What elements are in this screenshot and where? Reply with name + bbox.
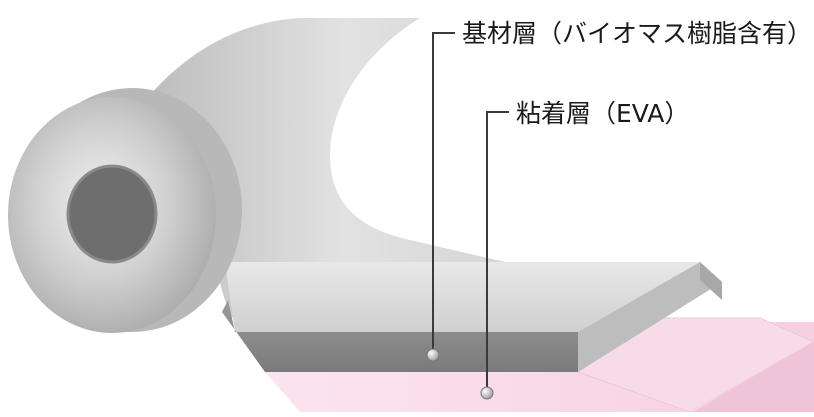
substrate-layer-label: 基材層（バイオマス樹脂含有）	[462, 19, 812, 48]
roll	[8, 88, 242, 333]
adhesive-marker-dot	[480, 386, 494, 400]
substrate-sheet-side-top	[700, 262, 722, 300]
adhesive-layer	[265, 317, 814, 413]
callout-leaders	[426, 32, 509, 400]
substrate-layer	[150, 18, 722, 372]
adhesive-layer-label: 粘着層（EVA）	[516, 99, 689, 128]
substrate-sheet-curve	[150, 18, 700, 330]
substrate-marker-dot	[426, 348, 440, 362]
substrate-sheet-front-edge	[222, 300, 578, 372]
roll-core-rim	[66, 164, 158, 264]
substrate-leader-line	[432, 32, 455, 352]
substrate-sheet-flat	[225, 262, 700, 332]
adhesive-leader-line	[486, 111, 509, 390]
substrate-sheet-side-edge	[578, 262, 722, 372]
roll-core-hole	[68, 166, 156, 262]
